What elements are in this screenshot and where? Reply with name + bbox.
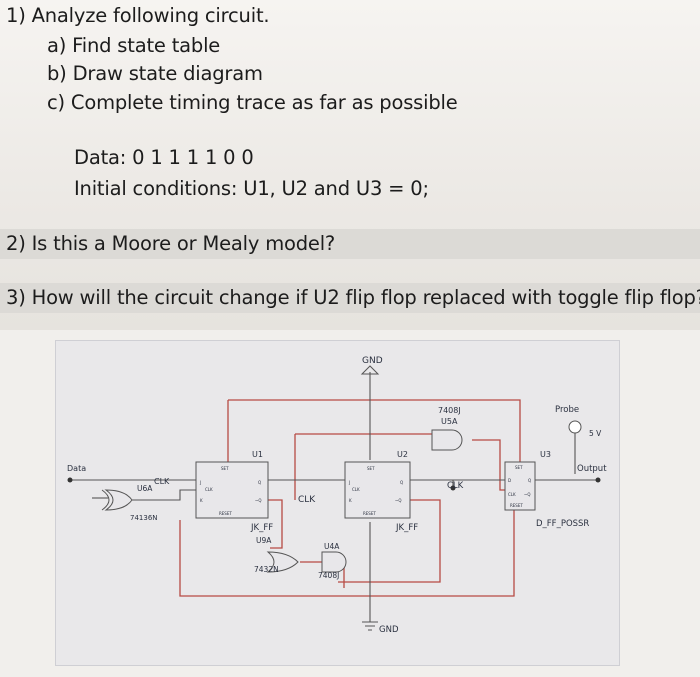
u2-j-pin: J <box>348 480 350 485</box>
u3-q-pin: Q <box>528 478 531 483</box>
u2-label: U2 <box>397 450 408 459</box>
output-label: Output <box>577 464 607 474</box>
gnd-top-label: GND <box>362 356 383 366</box>
data-sequence: Data: 0 1 1 1 1 0 0 <box>74 146 254 169</box>
u3-label: U3 <box>540 450 551 459</box>
u1-flip-flop <box>195 461 269 519</box>
and-part-label: 7408J <box>318 571 339 580</box>
u3-reset-pin: RESET <box>510 503 523 508</box>
data-terminal-icon <box>67 477 73 483</box>
u1-k-pin: K <box>200 498 203 503</box>
dff-label: D_FF_POSSR <box>536 519 589 529</box>
u1-label: U1 <box>252 450 263 459</box>
question-1c: c) Complete timing trace as far as possi… <box>47 91 458 114</box>
question-1b: b) Draw state diagram <box>47 62 263 85</box>
u4a-label: U4A <box>324 542 340 551</box>
top-feedback-wire <box>228 399 521 462</box>
u2-flip-flop <box>344 461 411 519</box>
u5a-output-wire <box>472 439 510 491</box>
question-2-band <box>0 229 700 259</box>
clk-right-label: CLK <box>447 481 464 491</box>
u2-feedback-wire <box>338 499 441 583</box>
question-1a: a) Find state table <box>47 34 221 57</box>
u3-set-pin: SET <box>515 465 523 470</box>
u1-reset-pin: RESET <box>219 511 232 516</box>
gnd-bottom-icon <box>362 621 378 631</box>
jk1-label: JK_FF <box>250 523 273 533</box>
u2-clk-pin: CLK <box>352 487 360 492</box>
clk-terminal-icon <box>450 485 456 491</box>
u1-to-or-wire <box>268 499 283 549</box>
u6a-label: U6A <box>137 484 153 493</box>
u1-j-pin: J <box>199 480 201 485</box>
xor-output-wire <box>130 489 196 501</box>
u3-flip-flop <box>504 461 536 511</box>
u3-qn-pin: ~Q <box>524 492 531 497</box>
u6a-xor-gate <box>104 489 133 511</box>
data-label: Data <box>67 464 86 473</box>
u2-k-pin: K <box>349 498 352 503</box>
jk2-label: JK_FF <box>395 523 418 533</box>
xor-input-curve <box>101 489 110 511</box>
bottom-loop-wire <box>179 510 515 597</box>
u9a-label: U9A <box>256 536 272 545</box>
u9a-or-gate <box>266 551 299 573</box>
u1-q-pin: Q <box>258 480 261 485</box>
gnd-bottom-label: GND <box>379 625 399 635</box>
u1-set-pin: SET <box>221 466 229 471</box>
u3-d-pin: D <box>508 478 511 483</box>
u4a-and-gate <box>321 551 347 573</box>
u5a-and-gate <box>431 429 463 451</box>
u2-reset-pin: RESET <box>363 511 376 516</box>
question-2: 2) Is this a Moore or Mealy model? <box>6 232 336 255</box>
clk-u6-label: CLK <box>154 477 170 486</box>
u6-part-label: 74136N <box>130 514 158 522</box>
u2-q-pin: Q <box>400 480 403 485</box>
probe-label: Probe <box>555 405 579 415</box>
question-3-band <box>0 283 700 313</box>
clk-mid-label: CLK <box>298 495 316 505</box>
u2-set-pin: SET <box>367 466 375 471</box>
u5a-part-label: 7408J <box>438 406 461 415</box>
u3-clk-pin: CLK <box>508 492 516 497</box>
question-3: 3) How will the circuit change if U2 fli… <box>6 286 700 309</box>
gnd-top-icon <box>360 365 380 375</box>
or-part-label: 7432N <box>254 565 279 574</box>
probe-icon <box>568 420 582 434</box>
u1-clk-pin: CLK <box>205 487 213 492</box>
output-terminal-icon <box>595 477 601 483</box>
initial-conditions: Initial conditions: U1, U2 and U3 = 0; <box>74 177 429 200</box>
u5a-ref-label: U5A <box>441 417 458 426</box>
u2-qn-pin: ~Q <box>395 498 402 503</box>
u1-qn-pin: ~Q <box>255 498 262 503</box>
probe-voltage: 5 V <box>589 429 602 438</box>
question-sheet <box>0 0 700 330</box>
question-1: 1) Analyze following circuit. <box>6 4 270 27</box>
